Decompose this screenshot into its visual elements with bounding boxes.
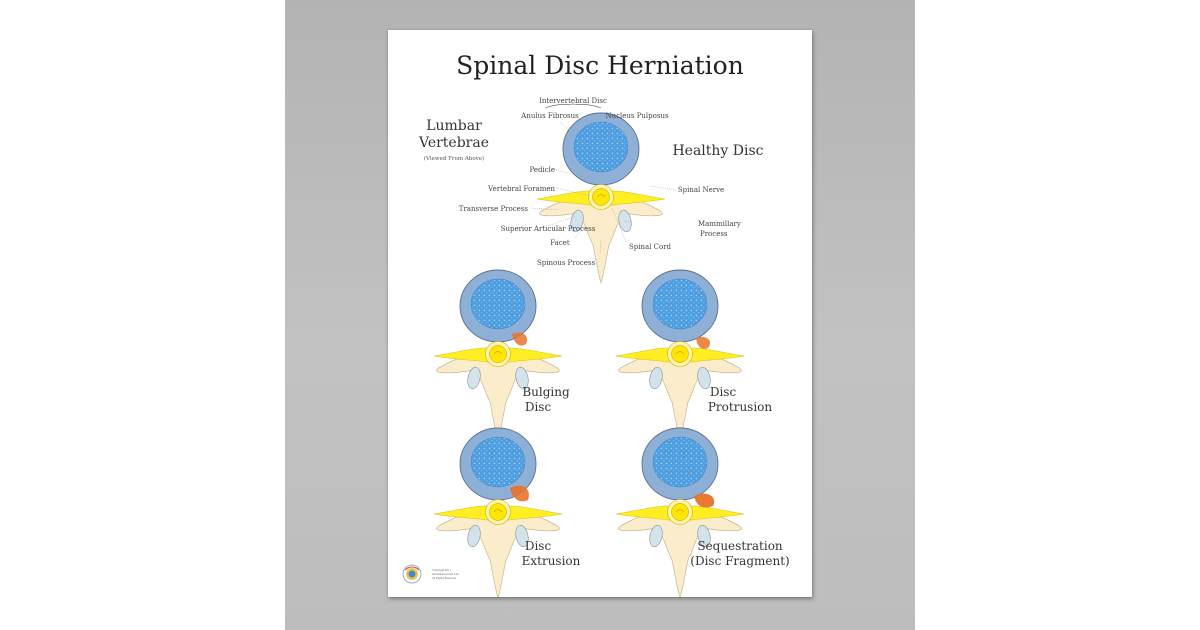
stage-label-line2: Protrusion — [708, 400, 773, 414]
poster: Spinal Disc Herniation Lumbar Vertebrae … — [388, 30, 812, 599]
stage-label-line2: Disc — [525, 400, 552, 414]
healthy-vertebra-illustration — [536, 112, 666, 284]
copyright-line1: Copyright 2011 — [432, 569, 451, 572]
leader-pedicle — [555, 169, 589, 179]
poster-title: Spinal Disc Herniation — [456, 51, 744, 80]
label-vertebral-foramen: Vertebral Foramen — [487, 185, 555, 193]
label-intervertebral-disc: Intervertebral Disc — [539, 97, 607, 105]
leader-nucleus — [607, 121, 617, 141]
stage-bulging-disc: Bulging Disc — [433, 269, 570, 441]
leader-superior-articular — [547, 215, 577, 227]
disc-fragment-mark — [694, 493, 715, 508]
stage-label-line2: (Disc Fragment) — [690, 554, 789, 568]
label-pedicle: Pedicle — [529, 166, 555, 174]
left-margin — [0, 0, 285, 630]
poster-diagram: Spinal Disc Herniation Lumbar Vertebrae … — [402, 51, 790, 599]
herniation-mark — [512, 332, 528, 346]
sequestration-vertebra-illustration — [615, 427, 745, 599]
label-nucleus-pulposus: Nucleus Pulposus — [605, 112, 669, 120]
stage-label-line2: Extrusion — [522, 554, 581, 568]
leader-transverse-process — [530, 207, 559, 211]
extrusion-vertebra-illustration — [433, 427, 563, 599]
leader-spinal-nerve — [649, 185, 677, 191]
copyright-line2: ImmediateAccess Lab — [432, 573, 459, 576]
stage-label-line1: Bulging — [522, 385, 570, 399]
label-spinal-cord: Spinal Cord — [629, 243, 672, 251]
leader-facet — [574, 225, 586, 239]
healthy-disc-label: Healthy Disc — [672, 143, 763, 159]
right-margin — [915, 0, 1200, 630]
publisher-logo — [402, 564, 422, 584]
protrusion-vertebra-illustration — [615, 269, 745, 441]
stage-label-line1: Disc — [710, 385, 737, 399]
stage-label-line1: Disc — [525, 539, 552, 553]
label-facet: Facet — [550, 239, 570, 247]
side-heading-line1: Lumbar — [426, 118, 482, 134]
label-mammillary-line2: Process — [700, 230, 728, 238]
herniation-mark — [696, 336, 711, 349]
stage-disc-extrusion: Disc Extrusion — [433, 427, 581, 599]
side-heading-line2: Vertebrae — [418, 135, 489, 151]
herniation-mark — [510, 485, 529, 502]
intervertebral-disc-bracket — [544, 103, 602, 109]
label-transverse-process: Transverse Process — [459, 205, 529, 213]
leader-spinous — [599, 239, 602, 255]
stage-sequestration: Sequestration (Disc Fragment) — [615, 427, 790, 599]
label-mammillary-line1: Mammillary — [698, 220, 741, 228]
stage-disc-protrusion: Disc Protrusion — [615, 269, 773, 441]
leader-spinal-cord — [611, 207, 627, 243]
label-spinal-nerve: Spinal Nerve — [678, 186, 724, 194]
side-heading-note: (Viewed From Above) — [424, 155, 484, 162]
bulging-vertebra-illustration — [433, 269, 563, 441]
label-spinous-process: Spinous Process — [537, 259, 595, 267]
stage-label-line1: Sequestration — [697, 539, 783, 553]
copyright-line3: All Rights Reserved — [431, 577, 456, 580]
label-anulus-fibrosus: Anulus Fibrosus — [520, 112, 579, 120]
label-superior-articular-process: Superior Articular Process — [501, 225, 596, 233]
